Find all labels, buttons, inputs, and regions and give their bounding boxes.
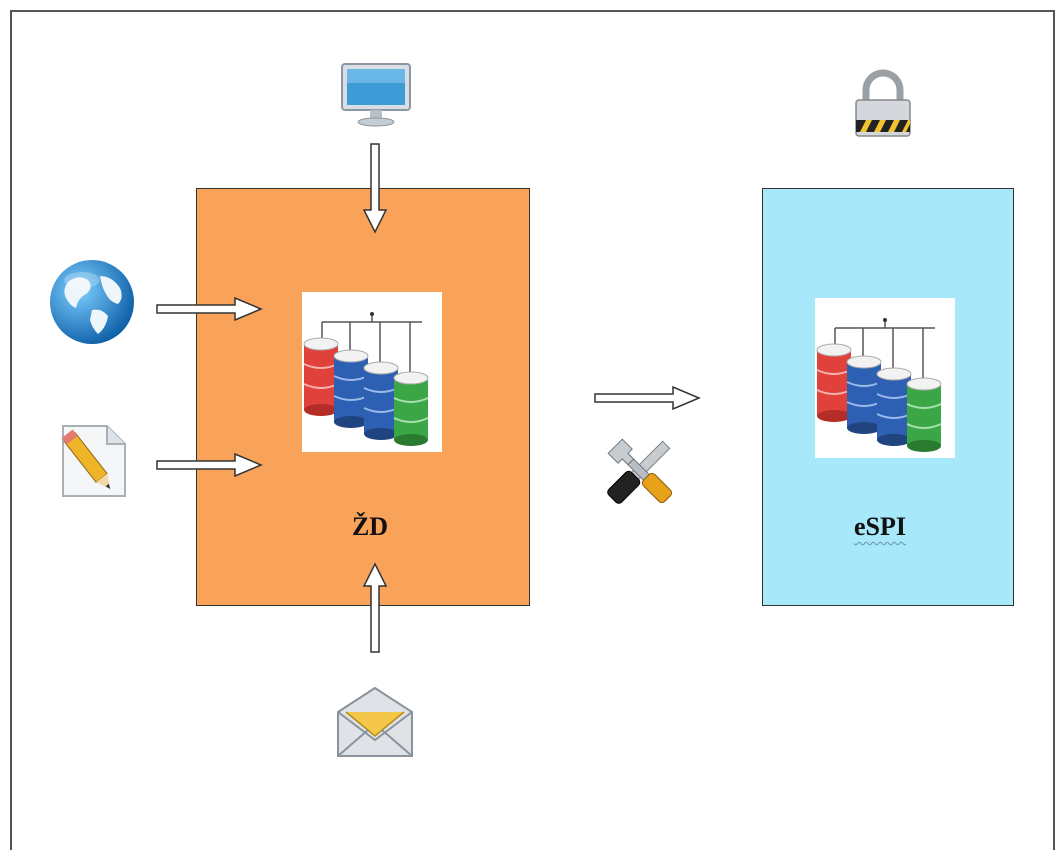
diagram-frame: [10, 10, 1055, 850]
arrow-zd-to-espi: [594, 385, 701, 411]
zd-label: ŽD: [351, 512, 389, 541]
espi-label: eSPI: [854, 512, 906, 541]
wrench-screwdriver-icon: [597, 428, 683, 514]
zd-database-cluster-icon: [302, 292, 442, 452]
arrow-monitor-to-zd: [362, 143, 388, 234]
padlock-icon: [850, 68, 916, 140]
arrow-globe-to-zd: [156, 296, 263, 322]
monitor-icon: [340, 62, 412, 128]
pencil-document-icon: [55, 422, 131, 500]
arrow-mail-to-zd: [362, 562, 388, 653]
envelope-icon: [334, 684, 416, 760]
arrow-document-to-zd: [156, 452, 263, 478]
espi-database-cluster-icon: [815, 298, 955, 458]
globe-icon: [48, 258, 136, 346]
